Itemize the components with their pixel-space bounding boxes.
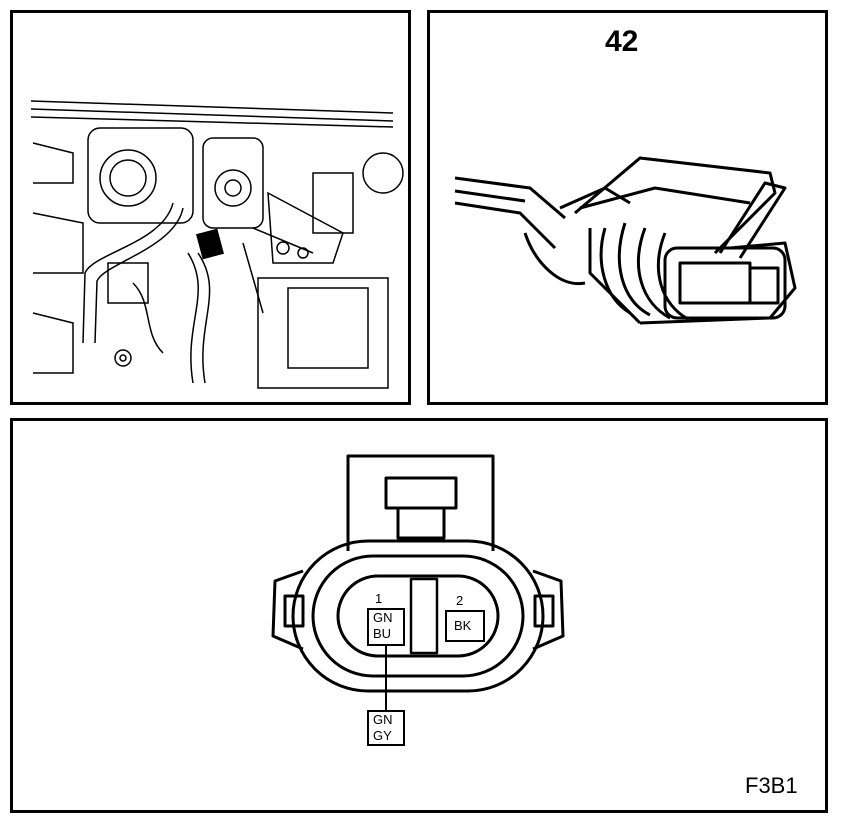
connector-face-drawing [271, 454, 565, 746]
highlighted-connector-location [196, 228, 224, 260]
pin-1-number: 1 [375, 591, 383, 606]
center-key [409, 577, 439, 655]
latch-housing [346, 454, 495, 551]
engine-bay-illustration-panel [10, 10, 411, 405]
pin-2-number: 2 [456, 593, 464, 608]
pin-2-box [445, 610, 485, 642]
splice-wire-color-line1: GN [373, 712, 393, 727]
figure-code: F3B1 [745, 773, 798, 798]
right-ear [532, 569, 565, 651]
pin-1-color-line2: BU [373, 626, 392, 641]
pin-1-color-line1: GN [373, 610, 393, 625]
splice-wire-color-line2: GY [373, 728, 392, 743]
connector-pinout-panel: 1 GN BU 2 BK GN GY [10, 418, 828, 813]
connector-perspective-drawing [454, 156, 797, 325]
component-number-label: 42 [605, 25, 639, 58]
splice-wire-box [367, 710, 405, 746]
latch-tab [384, 476, 458, 510]
pin-2-color: BK [454, 618, 472, 633]
left-ear [271, 569, 304, 651]
connector-perspective-panel: 42 [427, 10, 828, 405]
connector-cavity [336, 574, 500, 658]
pin-1-box [367, 608, 405, 646]
engine-bay-drawing [30, 100, 404, 389]
connector-outer-body [291, 539, 545, 693]
